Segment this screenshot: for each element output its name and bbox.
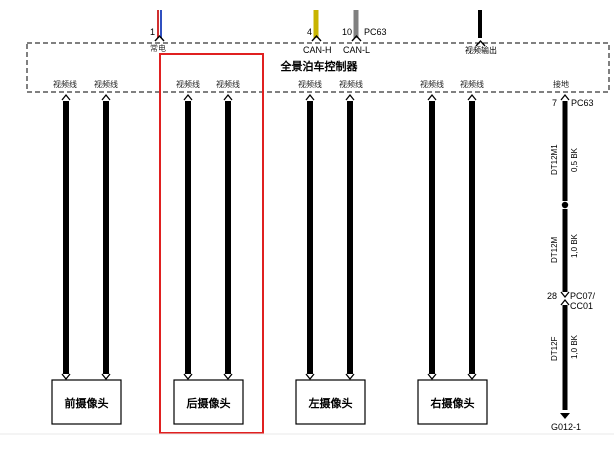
left-camera-box	[295, 379, 366, 425]
controller-title: 全景泊车控制器	[280, 59, 359, 73]
pin-number: 28	[547, 291, 557, 301]
camera-label: 后摄像头	[187, 396, 231, 410]
camera-label: 左摄像头	[308, 396, 353, 410]
pin-label: 视频线	[176, 79, 200, 89]
pin-number: 7	[552, 98, 557, 108]
pin-number: 4	[307, 27, 312, 37]
pin-label: 视频线	[460, 79, 484, 89]
top-pin-markers	[154, 34, 486, 47]
bottom-pin-markers	[61, 93, 570, 101]
ground-annotations: 7 PC63 DT12M1 0,5 BK DT12M 1,0 BK 28 PC0…	[547, 98, 596, 432]
ground-point-label: G012-1	[551, 422, 581, 432]
front-camera-box	[51, 379, 122, 425]
video-wires	[63, 101, 475, 374]
pin-label: 视频线	[216, 79, 240, 89]
camera-label: 右摄像头	[430, 396, 475, 410]
pin-label: CAN-H	[303, 45, 332, 55]
pin-number: 10	[342, 27, 352, 37]
connector-label: PC63	[364, 27, 387, 37]
pin-label: 视频输出	[465, 45, 497, 55]
pin-label: 视频线	[53, 79, 77, 89]
pin-number: 1	[150, 27, 155, 37]
connector-label: DT12M1	[550, 144, 559, 175]
pin-label: 视频线	[94, 79, 118, 89]
pin-label: 视频线	[298, 79, 322, 89]
wire-spec: 0,5 BK	[570, 147, 579, 172]
rear-camera-box	[173, 379, 244, 425]
ground-wire	[560, 101, 570, 419]
camera-boxes: 前摄像头 后摄像头 左摄像头 右摄像头	[51, 379, 488, 425]
camera-pin-markers	[61, 373, 477, 381]
ground-symbol	[560, 413, 570, 419]
connector-label: PC63	[571, 98, 594, 108]
pin-label: 接地	[553, 79, 569, 89]
highlight-frame	[159, 53, 264, 434]
connector-label: CC01	[570, 301, 593, 311]
pin-label: CAN-L	[343, 45, 370, 55]
wire-spec: 1,0 BK	[570, 334, 579, 359]
connector-marker	[560, 291, 570, 299]
controller-box	[26, 42, 610, 93]
camera-label: 前摄像头	[65, 396, 109, 410]
connector-label: DT12F	[550, 336, 559, 361]
right-camera-box	[417, 379, 488, 425]
top-wires	[157, 10, 482, 38]
connector-label: DT12M	[550, 236, 559, 263]
wire-spec: 1,0 BK	[570, 233, 579, 258]
pin-label: 视频线	[420, 79, 444, 89]
connector-label: PC07/	[570, 291, 596, 301]
top-pin-text: 1 常电 4 CAN-H 10 CAN-L PC63 视频输出	[150, 27, 497, 55]
connector-marker	[560, 298, 570, 306]
splice-dot	[561, 201, 569, 209]
pin-label: 常电	[150, 43, 166, 53]
pin-label: 视频线	[339, 79, 363, 89]
bottom-pin-labels: 视频线 视频线 视频线 视频线 视频线 视频线 视频线 视频线 接地	[53, 79, 569, 89]
